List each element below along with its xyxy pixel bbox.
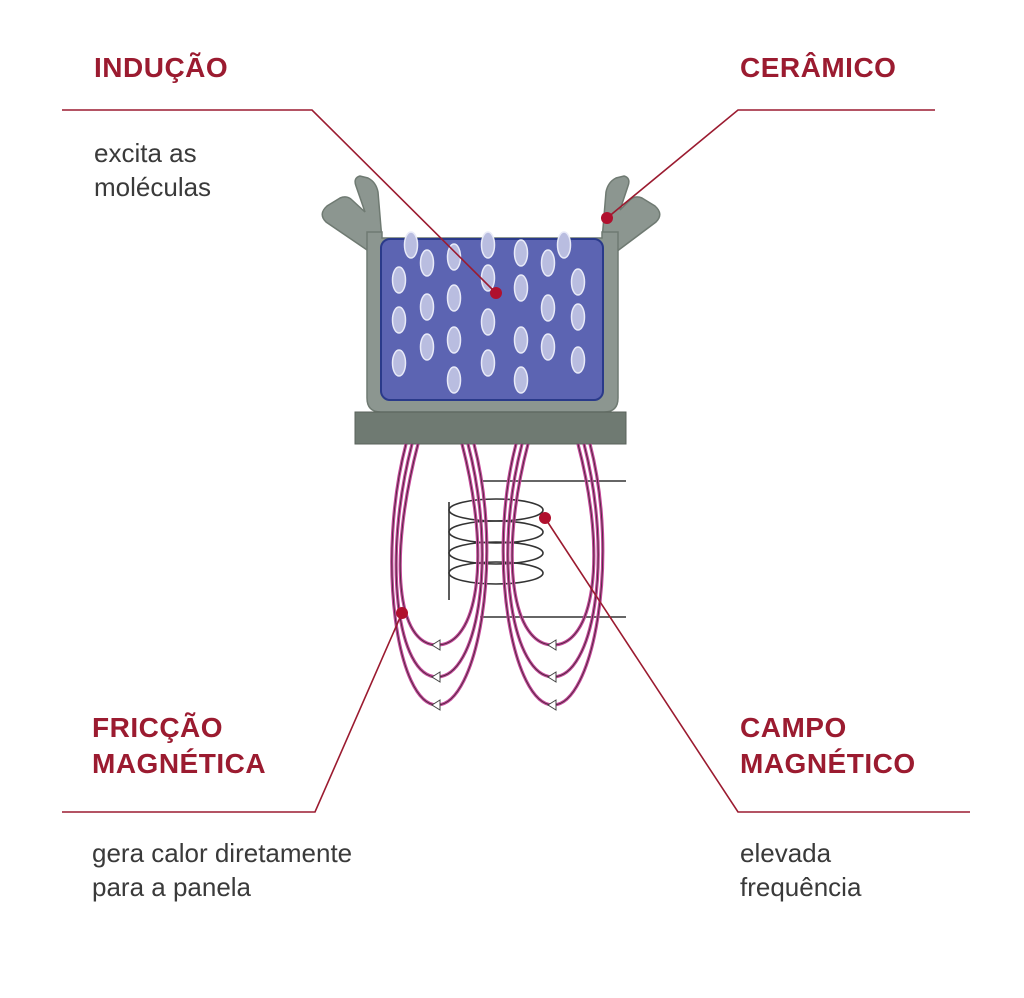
dot-ceramic	[601, 212, 613, 224]
title-line: CAMPO	[740, 712, 847, 743]
desc-line: para a panela	[92, 872, 252, 902]
field-line	[390, 443, 489, 707]
title-line: FRICÇÃO	[92, 712, 224, 743]
molecule	[391, 349, 407, 377]
label-friction-desc: gera calor diretamente para a panela	[92, 836, 352, 904]
label-ceramic-title: CERÂMICO	[740, 52, 897, 83]
dot-field	[539, 512, 551, 524]
molecule	[480, 349, 496, 377]
molecule	[446, 326, 462, 354]
leader-dots	[396, 212, 613, 619]
label-induction-title: INDUÇÃO	[94, 52, 229, 83]
molecule	[513, 274, 529, 302]
leader-friction	[62, 612, 403, 813]
leader-induction	[62, 109, 497, 294]
desc-line: moléculas	[94, 172, 212, 202]
label-induction-desc: excita as moléculas	[94, 136, 211, 204]
label-field-desc: elevada frequência	[740, 836, 861, 904]
molecule	[540, 333, 556, 361]
field-arrow	[547, 699, 557, 711]
dot-friction	[396, 607, 408, 619]
molecules	[391, 231, 586, 394]
molecule	[570, 303, 586, 331]
field-arrow	[431, 639, 441, 651]
field-arrow	[431, 671, 441, 683]
field-arrow	[547, 639, 557, 651]
label-friction-title: FRICÇÃO MAGNÉTICA	[92, 710, 266, 782]
molecule	[391, 306, 407, 334]
molecule	[419, 293, 435, 321]
molecule	[403, 231, 419, 259]
molecule	[513, 239, 529, 267]
ceramic-plate	[354, 411, 627, 445]
molecule	[513, 366, 529, 394]
title-line: MAGNÉTICA	[92, 748, 267, 779]
molecule	[419, 249, 435, 277]
molecule	[480, 231, 496, 259]
molecule	[446, 243, 462, 271]
molecule	[446, 284, 462, 312]
desc-line: elevada	[740, 838, 832, 868]
label-field-title: CAMPO MAGNÉTICO	[740, 710, 916, 782]
field-arrow	[431, 699, 441, 711]
molecule	[446, 366, 462, 394]
molecule	[419, 333, 435, 361]
molecule	[540, 249, 556, 277]
molecule	[570, 346, 586, 374]
field-arrow	[547, 671, 557, 683]
induction-coil	[448, 480, 626, 618]
title-line: MAGNÉTICO	[740, 748, 916, 779]
pot	[321, 175, 661, 445]
desc-line: gera calor diretamente	[92, 838, 353, 868]
leader-ceramic	[606, 109, 935, 219]
leader-lines	[62, 109, 970, 813]
dot-induction	[490, 287, 502, 299]
desc-line: frequência	[740, 872, 862, 902]
molecule	[513, 326, 529, 354]
magnetic-field-lines	[390, 443, 605, 711]
molecule	[540, 294, 556, 322]
molecule	[480, 308, 496, 336]
molecule	[480, 264, 496, 292]
leader-field	[544, 517, 970, 813]
molecule	[556, 231, 572, 259]
desc-line: excita as	[94, 138, 197, 168]
molecule	[391, 266, 407, 294]
molecule	[570, 268, 586, 296]
